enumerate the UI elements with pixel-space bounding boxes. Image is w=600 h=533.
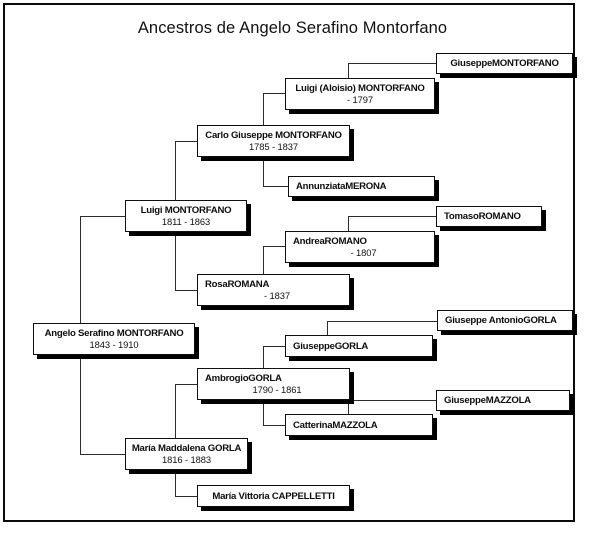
- connector-aloisio-to-giuseppe: [348, 63, 437, 65]
- connector-rosa-to-andrea: [263, 246, 286, 248]
- node-name: GiuseppeGORLA: [293, 340, 369, 352]
- node-giuseppe-gorla[interactable]: GiuseppeGORLA: [285, 335, 433, 357]
- connector-angelo-to-maddalena: [80, 454, 125, 456]
- node-name: Luigi MONTORFANO: [140, 205, 232, 216]
- connector-maddalena-to-vittoria: [175, 496, 197, 498]
- node-annunziata-merona[interactable]: AnnunziataMERONA: [288, 176, 435, 197]
- node-dates: 1811 - 1863: [161, 216, 211, 227]
- node-name: GiuseppeMAZZOLA: [444, 395, 531, 406]
- connector-carlo-to-aloisio: [263, 93, 285, 95]
- connector-andrea-to-tomaso: [348, 216, 437, 218]
- node-giuseppe-montorfano[interactable]: GiuseppeMONTORFANO: [436, 53, 573, 74]
- page-title: Ancestros de Angelo Serafino Montorfano: [137, 19, 448, 37]
- node-name: María Vittoria CAPPELLETTI: [212, 490, 335, 502]
- node-luigi-montorfano[interactable]: Luigi MONTORFANO 1811 - 1863: [125, 200, 247, 232]
- node-maria-maddalena-gorla[interactable]: María Maddalena GORLA 1816 - 1883: [125, 438, 248, 470]
- node-name: RosaROMANA: [205, 279, 270, 290]
- node-angelo-serafino-montorfano[interactable]: Angelo Serafino MONTORFANO 1843 - 1910: [33, 323, 195, 355]
- connector-maddalena-to-ambrogio: [175, 384, 197, 386]
- node-catterina-mazzola[interactable]: CatterinaMAZZOLA: [285, 414, 433, 436]
- connector-catterina-spine: [348, 400, 350, 426]
- connector-luigi-to-carlo: [175, 141, 197, 143]
- node-name: Giuseppe AntonioGORLA: [445, 315, 557, 326]
- connector-rosa-spine: [263, 246, 265, 290]
- node-tomaso-romano[interactable]: TomasoROMANO: [436, 206, 542, 227]
- node-ambrogio-gorla[interactable]: AmbrogioGORLA 1790 - 1861: [197, 368, 350, 400]
- node-giuseppe-mazzola[interactable]: GiuseppeMAZZOLA: [436, 390, 570, 411]
- node-dates: 1843 - 1910: [89, 339, 139, 350]
- connector-ambrogio-to-giuseppe-gorla: [263, 346, 286, 348]
- node-name: AmbrogioGORLA: [205, 373, 282, 384]
- node-dates: 1816 - 1883: [162, 454, 211, 465]
- connector-giuseppe-gorla-spine: [327, 321, 329, 347]
- node-name: AndreaROMANO: [293, 236, 367, 247]
- node-dates: - 1837: [264, 290, 290, 301]
- node-name: Luigi (Aloisio) MONTORFANO: [295, 83, 425, 94]
- connector-luigi-to-rosa: [175, 290, 197, 292]
- node-luigi-aloisio-montorfano[interactable]: Luigi (Aloisio) MONTORFANO - 1797: [285, 78, 435, 110]
- node-dates: 1790 - 1861: [252, 384, 302, 395]
- connector-carlo-to-annunziata: [263, 186, 288, 188]
- node-name: CatterinaMAZZOLA: [293, 419, 378, 431]
- connector-ambrogio-to-catterina: [263, 425, 286, 427]
- node-dates: - 1807: [350, 247, 377, 258]
- node-name: María Maddalena GORLA: [131, 443, 242, 454]
- connector-angelo-to-luigi: [80, 216, 125, 218]
- node-name: Angelo Serafino MONTORFANO: [44, 328, 184, 339]
- node-name: TomasoROMANO: [444, 211, 521, 222]
- node-maria-vittoria-cappelletti[interactable]: María Vittoria CAPPELLETTI: [197, 485, 350, 507]
- node-dates: 1785 - 1837: [249, 141, 298, 152]
- node-name: Carlo Giuseppe MONTORFANO: [205, 130, 342, 141]
- node-name: GiuseppeMONTORFANO: [450, 58, 559, 69]
- node-andrea-romano[interactable]: AndreaROMANO - 1807: [285, 231, 435, 263]
- node-dates: - 1797: [347, 94, 373, 105]
- connector-catterina-to-giuseppe-mazzola: [348, 400, 437, 402]
- node-name: AnnunziataMERONA: [296, 181, 387, 192]
- connector-giuseppe-gorla-to-antonio: [327, 321, 437, 323]
- node-rosa-romana[interactable]: RosaROMANA - 1837: [197, 274, 350, 306]
- chart-frame: Ancestros de Angelo Serafino Montorfano: [3, 3, 575, 522]
- node-giuseppe-antonio-gorla[interactable]: Giuseppe AntonioGORLA: [437, 310, 573, 331]
- node-carlo-giuseppe-montorfano[interactable]: Carlo Giuseppe MONTORFANO 1785 - 1837: [197, 125, 350, 157]
